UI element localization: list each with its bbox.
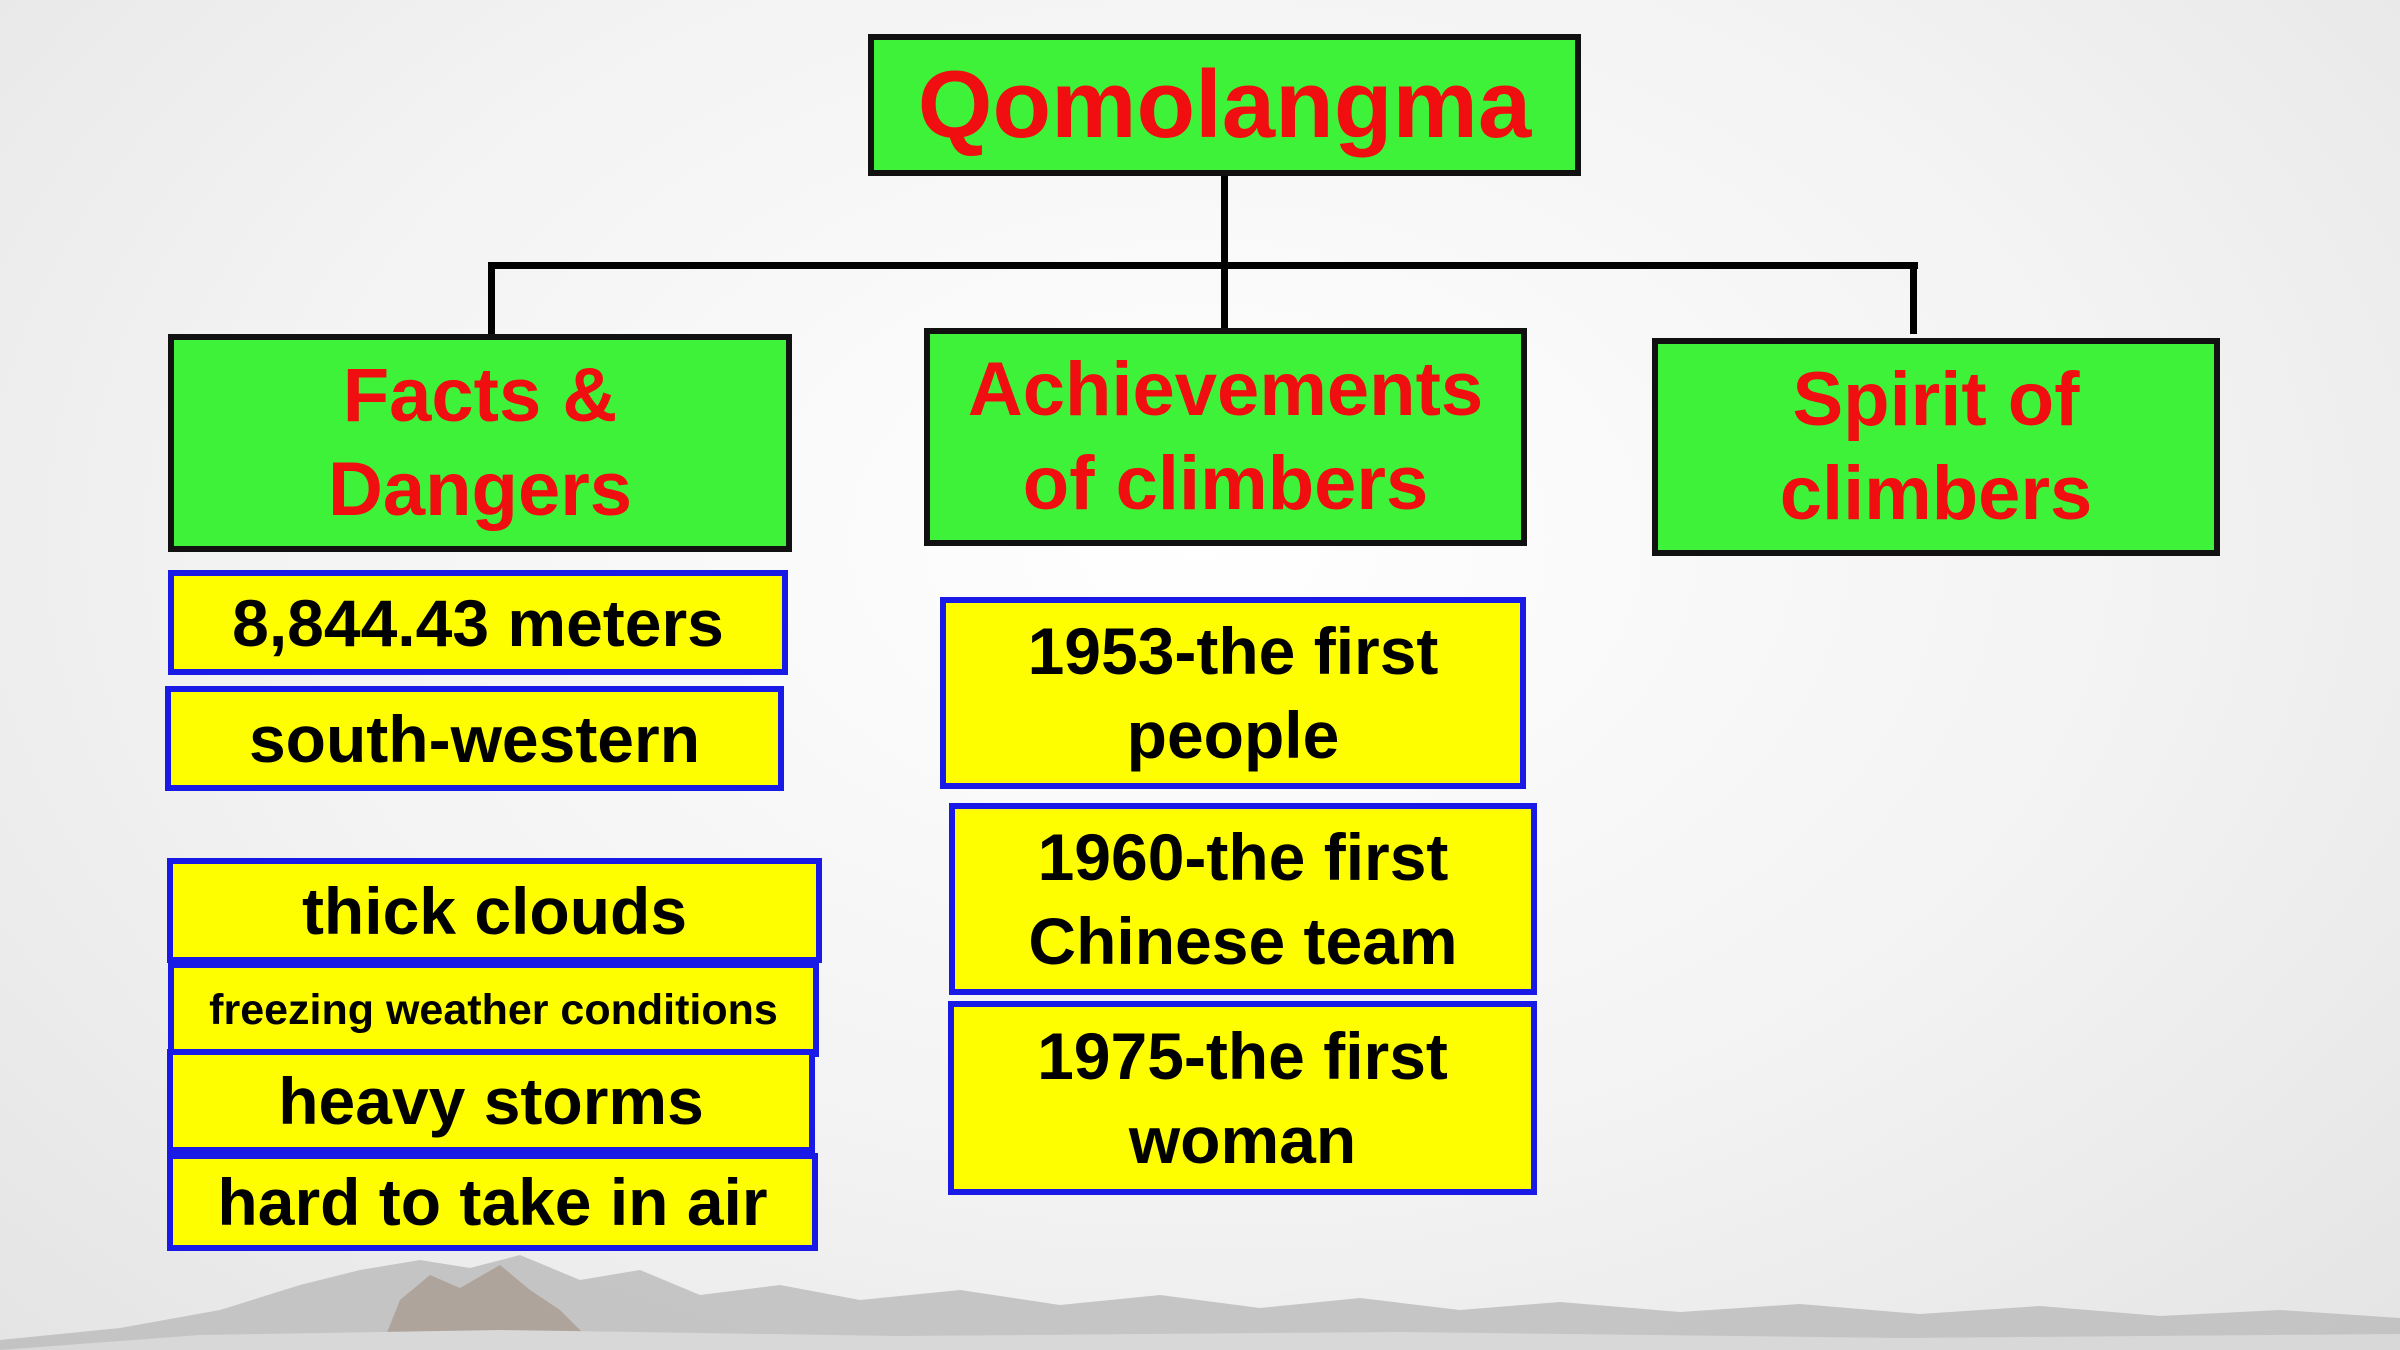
connector-facts (488, 262, 495, 334)
danger-item-air: hard to take in air (167, 1153, 818, 1251)
root-label: Qomolangma (917, 51, 1532, 158)
connector-spirit (1910, 262, 1917, 334)
fact-item-location: south-western (165, 686, 784, 791)
facts-dangers-label: Facts & Dangers (327, 353, 633, 532)
danger-item-label: hard to take in air (217, 1165, 768, 1239)
facts-dangers-node: Facts & Dangers (168, 334, 792, 552)
danger-item-storms: heavy storms (167, 1049, 815, 1153)
achievement-item-label: 1960-the first Chinese team (1028, 820, 1458, 978)
connector-horizontal (488, 262, 1918, 269)
achievement-item-label: 1953-the first people (1027, 614, 1439, 772)
connector-root-stem (1221, 176, 1228, 266)
danger-item-freezing: freezing weather conditions (168, 962, 819, 1057)
root-node: Qomolangma (868, 34, 1581, 176)
danger-item-label: freezing weather conditions (209, 985, 778, 1034)
fact-item-label: south-western (248, 701, 701, 776)
achievement-item-1953: 1953-the first people (940, 597, 1526, 789)
danger-item-label: heavy storms (278, 1064, 704, 1138)
achievement-item-1975: 1975-the first woman (948, 1001, 1537, 1195)
fact-item-label: 8,844.43 meters (232, 585, 724, 660)
connector-achievements (1221, 262, 1228, 328)
achievements-node: Achievements of climbers (924, 328, 1527, 546)
fact-item-height: 8,844.43 meters (168, 570, 788, 675)
mountain-range-decoration (0, 1255, 2400, 1350)
achievement-item-label: 1975-the first woman (1037, 1019, 1448, 1177)
danger-item-label: thick clouds (301, 873, 688, 948)
spirit-label: Spirit of climbers (1779, 357, 2093, 536)
spirit-node: Spirit of climbers (1652, 338, 2220, 556)
achievements-label: Achievements of climbers (967, 347, 1484, 526)
achievement-item-1960: 1960-the first Chinese team (949, 803, 1537, 995)
danger-item-clouds: thick clouds (167, 858, 822, 963)
